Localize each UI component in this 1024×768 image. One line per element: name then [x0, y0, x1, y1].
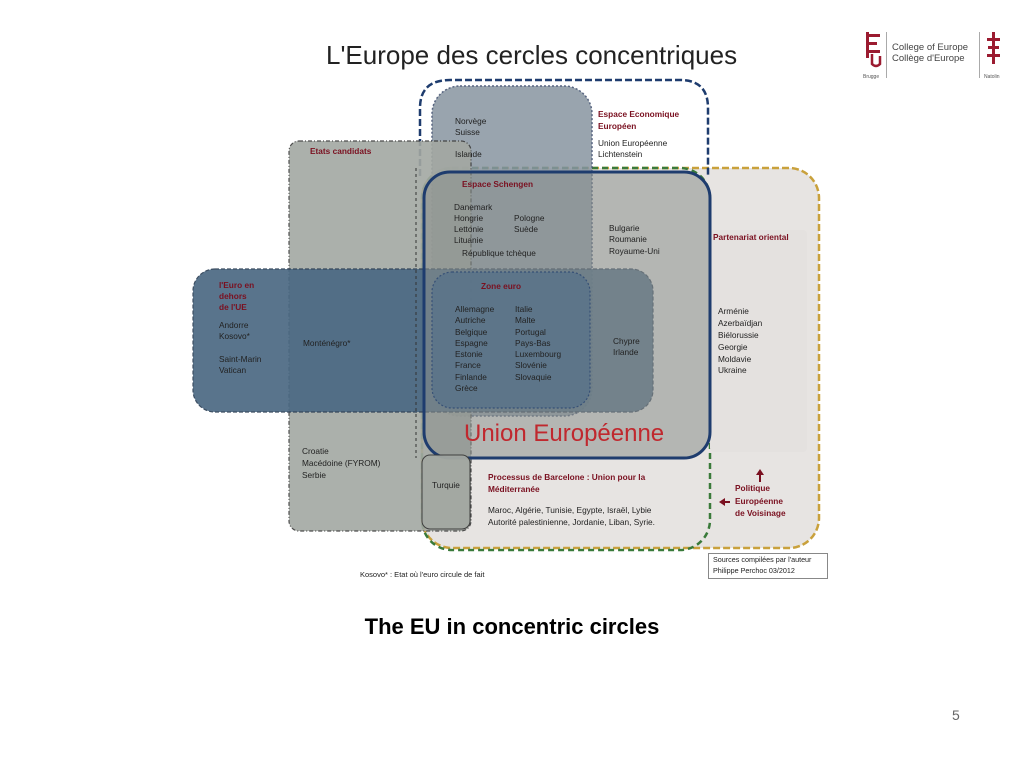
andorre-label: Andorre	[219, 320, 249, 330]
lettonie-label: Lettonie	[454, 224, 484, 234]
ze-col2-6: Slovaquie	[515, 372, 552, 382]
logo-text: College of Europe Collège d'Europe	[892, 42, 968, 64]
ze-col2-5: Slovénie	[515, 360, 547, 370]
ze-col2-3: Pays-Bas	[515, 338, 551, 348]
eee-ue-label: Union Européenne	[598, 138, 668, 148]
pe-member-2: Biélorussie	[718, 330, 759, 340]
partenariat-title: Partenariat oriental	[713, 232, 789, 242]
candidats-title: Etats candidats	[310, 146, 372, 156]
kosovo-label: Kosovo*	[219, 331, 250, 341]
macedoine-label: Macédoine (FYROM)	[302, 458, 381, 468]
euro-hors-title-3: de l'UE	[219, 302, 247, 312]
sources-line-2: Philippe Perchoc 03/2012	[713, 566, 795, 575]
eee-title-1: Espace Economique	[598, 109, 680, 119]
croatie-label: Croatie	[302, 446, 329, 456]
hongrie-label: Hongrie	[454, 213, 484, 223]
college-crest-icon	[864, 30, 884, 70]
ze-col1-2: Belgique	[455, 327, 488, 337]
ze-col1-4: Estonie	[455, 349, 483, 359]
pev-title-2: Européenne	[735, 496, 783, 506]
zone-euro-region	[431, 271, 591, 409]
bulgarie-label: Bulgarie	[609, 223, 640, 233]
danemark-label: Danemark	[454, 202, 493, 212]
pev-title-3: de Voisinage	[735, 508, 786, 518]
ze-col1-1: Autriche	[455, 315, 486, 325]
ze-col1-5: France	[455, 360, 481, 370]
logo-divider	[886, 32, 887, 78]
ue-region-border	[422, 170, 712, 460]
montenegro-label: Monténégro*	[303, 338, 351, 348]
irlande-label: Irlande	[613, 347, 639, 357]
logo-left-caption: Brugge	[863, 74, 880, 80]
schengen-title: Espace Schengen	[462, 179, 534, 189]
ze-col2-2: Portugal	[515, 327, 546, 337]
royaume-uni-label: Royaume-Uni	[609, 246, 660, 256]
vatican-label: Vatican	[219, 365, 247, 375]
sources-box: Sources compilées par l'auteur Philippe …	[708, 553, 828, 579]
euro-hors-title-1: l'Euro en	[219, 280, 255, 290]
serbie-label: Serbie	[302, 470, 326, 480]
roumanie-label: Roumanie	[609, 234, 647, 244]
natolin-crest-icon	[985, 30, 1003, 70]
sources-line-1: Sources compilées par l'auteur	[713, 555, 812, 564]
turquie-label: Turquie	[432, 480, 460, 490]
zone-euro-title: Zone euro	[481, 281, 522, 291]
suede-label: Suède	[514, 224, 538, 234]
logo-line-2: Collège d'Europe	[892, 53, 965, 64]
ze-col2-4: Luxembourg	[515, 349, 562, 359]
pe-member-0: Arménie	[718, 306, 749, 316]
suisse-label: Suisse	[455, 127, 480, 137]
pe-member-5: Ukraine	[718, 365, 747, 375]
rep-tcheque-label: République tchèque	[462, 248, 536, 258]
turquie-region	[421, 454, 471, 530]
barcelone-members-2: Autorité palestinienne, Jordanie, Liban,…	[488, 517, 655, 527]
norvege-label: Norvège	[455, 116, 487, 126]
barcelone-members-1: Maroc, Algérie, Tunisie, Egypte, Israël,…	[488, 505, 652, 515]
arrow-up-head-icon	[756, 469, 764, 475]
slide-title: L'Europe des cercles concentriques	[326, 40, 738, 70]
eee-lich-label: Lichtenstein	[598, 149, 643, 159]
islande-label: Islande	[455, 149, 482, 159]
logo-line-1: College of Europe	[892, 42, 969, 53]
college-of-europe-logo: Brugge College of Europe Collège d'Europ…	[860, 30, 1010, 82]
barcelone-title-2: Méditerranée	[488, 484, 540, 494]
lituanie-label: Lituanie	[454, 235, 484, 245]
euro-hors-title-2: dehors	[219, 291, 247, 301]
page-number: 5	[952, 707, 960, 723]
ze-col2-0: Italie	[515, 304, 533, 314]
logo-divider-2	[979, 32, 980, 78]
eee-title-2: Européen	[598, 121, 637, 131]
pe-member-4: Moldavie	[718, 354, 752, 364]
pe-member-1: Azerbaïdjan	[718, 318, 763, 328]
barcelone-title-1: Processus de Barcelone : Union pour la	[488, 472, 646, 482]
union-europeenne-label: Union Européenne	[464, 420, 665, 447]
pe-member-3: Georgie	[718, 342, 748, 352]
ze-col1-6: Finlande	[455, 372, 487, 382]
logo-right-caption: Natolin	[984, 74, 1000, 80]
kosovo-footnote: Kosovo* : Etat où l'euro circule de fait	[360, 570, 485, 579]
slide-caption: The EU in concentric circles	[364, 614, 660, 639]
pev-title-1: Politique	[735, 483, 771, 493]
ze-col1-3: Espagne	[455, 338, 488, 348]
chypre-label: Chypre	[613, 336, 640, 346]
arrow-left-head-icon	[719, 498, 725, 506]
saint-marin-label: Saint-Marin	[219, 354, 262, 364]
ze-col2-1: Malte	[515, 315, 536, 325]
ze-col1-0: Allemagne	[455, 304, 495, 314]
partenariat-region	[710, 230, 807, 452]
ze-col1-7: Grèce	[455, 383, 478, 393]
pologne-label: Pologne	[514, 213, 545, 223]
